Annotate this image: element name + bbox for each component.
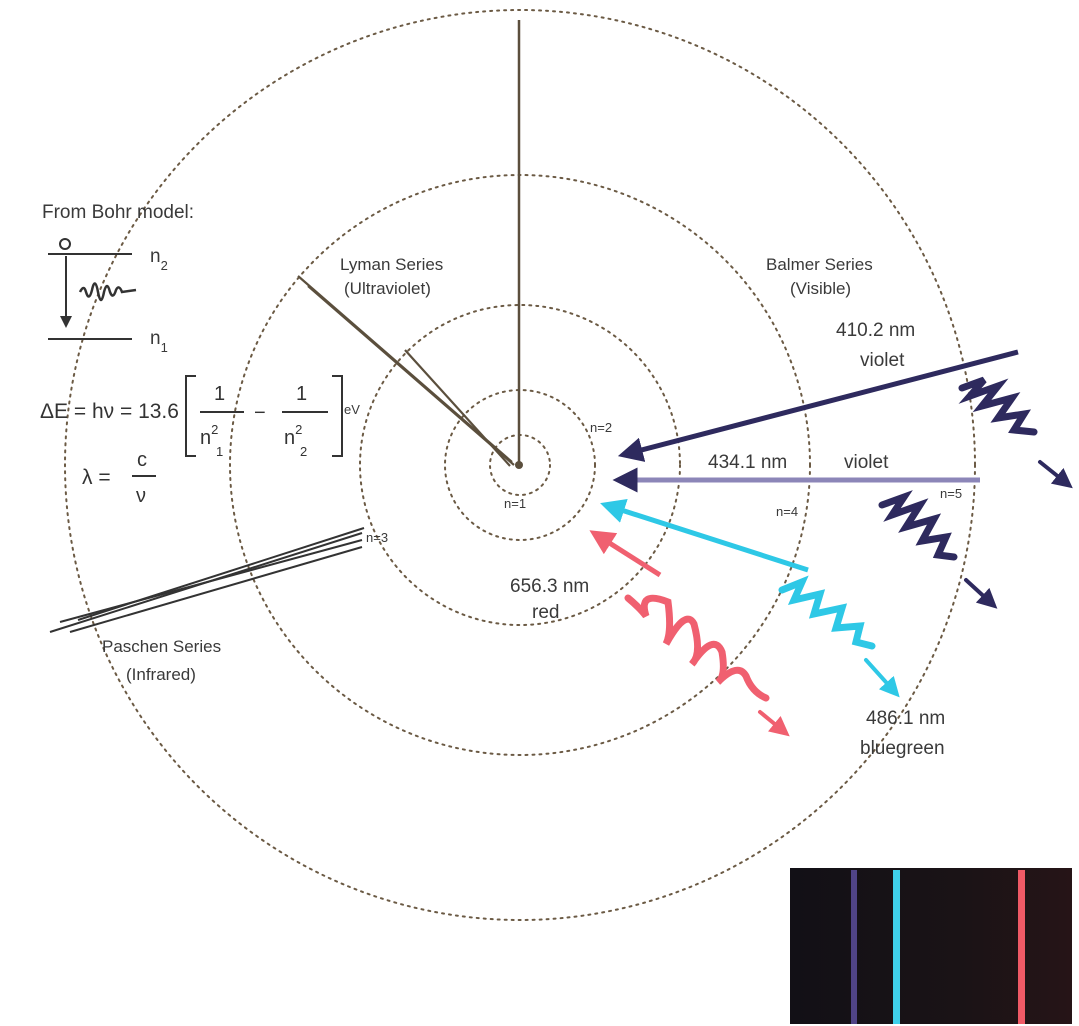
- electron-icon: [59, 238, 71, 250]
- line-434-wavelength: 434.1 nm: [708, 452, 787, 473]
- photon-410-icon: [958, 376, 1038, 436]
- frac2-numerator: 1: [296, 383, 307, 405]
- emission-spectrum-photo: [790, 868, 1072, 1024]
- lyman-lines: [297, 275, 515, 467]
- level-n5-label: n=5: [940, 486, 962, 501]
- series-labels: Lyman Series (Ultraviolet) Balmer Series…: [102, 255, 873, 684]
- bracket-left: [185, 375, 196, 457]
- lyman-series-label: Lyman Series: [340, 255, 443, 274]
- level-labels: n=1 n=2 n=3 n=4 n=5: [366, 420, 962, 545]
- paschen-lines: [49, 527, 365, 633]
- line-410-wavelength: 410.2 nm: [836, 320, 915, 341]
- nucleus: [515, 461, 523, 469]
- wavelength-labels: 410.2 nm violet 434.1 nm violet 486.1 nm…: [510, 320, 945, 759]
- bohr-model-inset: From Bohr model: n2 n1 ΔE = hν = 13.6 1 …: [40, 202, 360, 507]
- line-486-arrow: [600, 498, 809, 573]
- line-486-wavelength: 486.1 nm: [866, 708, 945, 729]
- spectrum-line-486: [893, 870, 900, 1024]
- spectrum-line-410: [851, 870, 857, 1024]
- frac2-subscript: 2: [300, 444, 307, 459]
- level-n4-label: n=4: [776, 504, 798, 519]
- lyman-series-region: (Ultraviolet): [344, 279, 431, 298]
- line-656-wavelength: 656.3 nm: [510, 576, 589, 597]
- level-n3-label: n=3: [366, 530, 388, 545]
- balmer-series-region: (Visible): [790, 279, 851, 298]
- orbit-n5: [64, 9, 976, 921]
- spectrum-line-656: [1018, 870, 1025, 1024]
- paschen-series-region: (Infrared): [126, 665, 196, 684]
- level-n2-label: n=2: [590, 420, 612, 435]
- balmer-series-label: Balmer Series: [766, 255, 873, 274]
- line-486-color: bluegreen: [860, 738, 945, 759]
- frac1-subscript: 1: [216, 444, 223, 459]
- level-upper-label: n2: [150, 246, 168, 273]
- line-656-arrow: [589, 530, 662, 578]
- photon-434-icon: [878, 490, 958, 561]
- bohr-model-title: From Bohr model:: [42, 202, 194, 223]
- photon-small-icon: [78, 282, 137, 302]
- balmer-transitions: [589, 349, 1019, 578]
- lambda-equation-lhs: λ =: [82, 466, 111, 489]
- line-410-color: violet: [860, 350, 905, 371]
- photon-656-icon: [624, 594, 770, 702]
- line-656-color: red: [532, 602, 559, 623]
- line-410-arrow: [617, 349, 1019, 462]
- frac2-denominator: n2: [284, 422, 302, 449]
- level-lower-label: n1: [150, 328, 168, 355]
- photon-486-icon: [778, 575, 876, 650]
- paschen-series-label: Paschen Series: [102, 637, 221, 656]
- line-434-color: violet: [844, 452, 889, 473]
- lambda-numerator: c: [137, 449, 147, 471]
- bracket-right: [332, 375, 343, 457]
- photon-wiggles: [624, 376, 1073, 737]
- frac1-numerator: 1: [214, 383, 225, 405]
- lambda-denominator: ν: [136, 485, 146, 507]
- minus-sign: −: [254, 402, 266, 424]
- spectrum-background: [790, 868, 1072, 1024]
- orbit-n3: [359, 304, 681, 626]
- energy-equation-lhs: ΔE = hν = 13.6: [40, 400, 179, 423]
- frac1-denominator: n2: [200, 422, 218, 449]
- level-n1-label: n=1: [504, 496, 526, 511]
- energy-unit: eV: [344, 402, 360, 417]
